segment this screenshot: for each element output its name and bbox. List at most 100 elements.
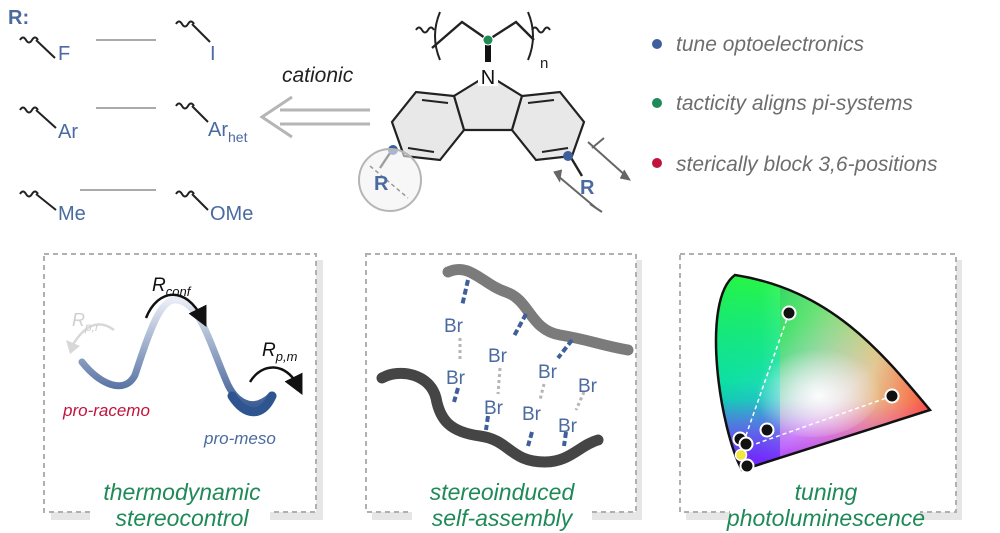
wavy-bond-icon <box>175 190 195 198</box>
br-label: Br <box>488 346 508 367</box>
br-label: Br <box>578 376 598 397</box>
halogen-contact <box>538 383 546 401</box>
panel-title-line1: thermodynamic <box>103 479 261 505</box>
halogen-contact <box>496 367 502 395</box>
substituent-table: R: F I Ar Arhet Me <box>8 7 253 225</box>
cie-point <box>738 436 754 452</box>
legend-label: tacticity aligns pi-systems <box>676 92 913 115</box>
green-dot-icon <box>482 34 494 46</box>
br-label: Br <box>444 316 464 337</box>
steric-dash <box>369 165 409 199</box>
r-pm-label: Rp,m <box>262 340 298 364</box>
halogen-bonds <box>452 279 586 447</box>
c-br-bond <box>526 431 534 447</box>
r-label-right: R <box>580 177 595 199</box>
panel-thermodynamic: Rconf Rp,r Rp,m pro-racemo pro-meso ther… <box>43 253 323 531</box>
red-dot-icon <box>652 158 662 168</box>
panel-photoluminescence: tuning photoluminescence <box>679 253 962 531</box>
cie-point-highlight <box>734 448 748 462</box>
title-bg <box>412 480 592 528</box>
substituent-row-3: Me OMe <box>19 189 253 225</box>
br-label: Br <box>522 404 542 425</box>
bond-line <box>35 39 56 59</box>
wavy-bond-icon <box>531 26 551 34</box>
substituent-label: Me <box>58 203 86 225</box>
r-bond-right <box>568 155 584 177</box>
steric-circle <box>358 148 422 212</box>
wavy-bond-icon <box>19 106 39 114</box>
cationic-arrow: cationic <box>259 64 370 139</box>
bond-line <box>191 193 209 211</box>
substituent-label: Ar <box>58 121 78 143</box>
pyrrole-ring <box>452 73 524 132</box>
meso-arrow <box>248 366 303 395</box>
cie-diagram <box>714 273 933 474</box>
bond-line <box>35 109 57 129</box>
double-bond <box>407 147 435 153</box>
bond-line <box>191 23 211 43</box>
legend-item-steric: sterically block 3,6-positions <box>652 153 938 176</box>
double-bond <box>421 99 449 104</box>
trend-line <box>743 312 790 442</box>
legend-item-tacticity: tacticity aligns pi-systems <box>652 92 913 115</box>
substituent-label: Arhet <box>208 119 248 145</box>
cie-point <box>884 388 900 404</box>
pro-meso-label: pro-meso <box>203 429 276 448</box>
blue-dot-icon <box>563 151 573 161</box>
double-bond <box>527 99 555 104</box>
legend-item-optoelectronics: tune optoelectronics <box>652 33 864 56</box>
substituent-label: I <box>210 43 216 65</box>
c-br-bond <box>556 338 574 360</box>
wavy-bond-icon <box>175 20 195 28</box>
panel-title-line1: stereoinduced <box>430 479 576 505</box>
cie-white-point <box>742 333 882 437</box>
trend-line <box>743 395 893 449</box>
n-label-bg <box>478 66 498 86</box>
benzene-ring-right <box>510 90 586 162</box>
conformation-arrow <box>144 293 207 327</box>
wedge-bond <box>485 40 491 62</box>
legend-label: tune optoelectronics <box>676 33 864 56</box>
panel-title-line1: tuning <box>795 479 858 505</box>
cie-point <box>781 305 797 321</box>
panel-title-line2: self-assembly <box>432 505 574 531</box>
meso-well <box>227 391 277 417</box>
bond-line <box>35 193 57 211</box>
br-label: Br <box>446 368 466 389</box>
wavy-bond-icon <box>415 26 435 34</box>
substituent-row-1: F I <box>19 20 216 65</box>
title-bg <box>90 480 270 528</box>
polymer-chain-bottom <box>376 367 604 468</box>
cie-point <box>739 458 755 474</box>
c-br-bond <box>484 415 490 431</box>
br-label: Br <box>558 416 578 437</box>
substituent-label: F <box>58 43 70 65</box>
r-conf-label: Rconf <box>152 275 192 299</box>
panel-title-line2: photoluminescence <box>726 505 925 531</box>
c-br-bond <box>562 431 568 447</box>
wavy-bond-icon <box>175 102 195 110</box>
bracket-right <box>527 11 534 61</box>
r-header: R: <box>8 7 29 29</box>
polymer-chain-top <box>442 264 634 356</box>
title-bg <box>730 480 920 528</box>
c-br-bond <box>452 387 460 403</box>
double-bond <box>541 147 569 153</box>
blue-dot-icon <box>652 39 662 49</box>
arrow-tick <box>589 203 603 213</box>
arrow-label: cationic <box>282 64 354 87</box>
arrowhead-icon <box>66 340 80 354</box>
panel-title-line2: stereocontrol <box>116 505 250 531</box>
panel-frame <box>365 253 637 513</box>
racemo-arrow <box>70 323 115 347</box>
arrowhead-icon <box>259 95 293 139</box>
bracket-left <box>434 11 441 61</box>
arrowhead-icon <box>619 169 632 181</box>
nitrogen-label: N <box>481 67 495 89</box>
r-pr-label: Rp,r <box>72 310 100 334</box>
rotation-arrow <box>557 175 597 209</box>
substituent-row-2: Ar Arhet <box>19 102 248 145</box>
design-legend: tune optoelectronics tacticity aligns pi… <box>652 33 938 176</box>
panel-self-assembly: Br Br Br Br Br Br Br Br stereoinduced se… <box>365 253 642 531</box>
